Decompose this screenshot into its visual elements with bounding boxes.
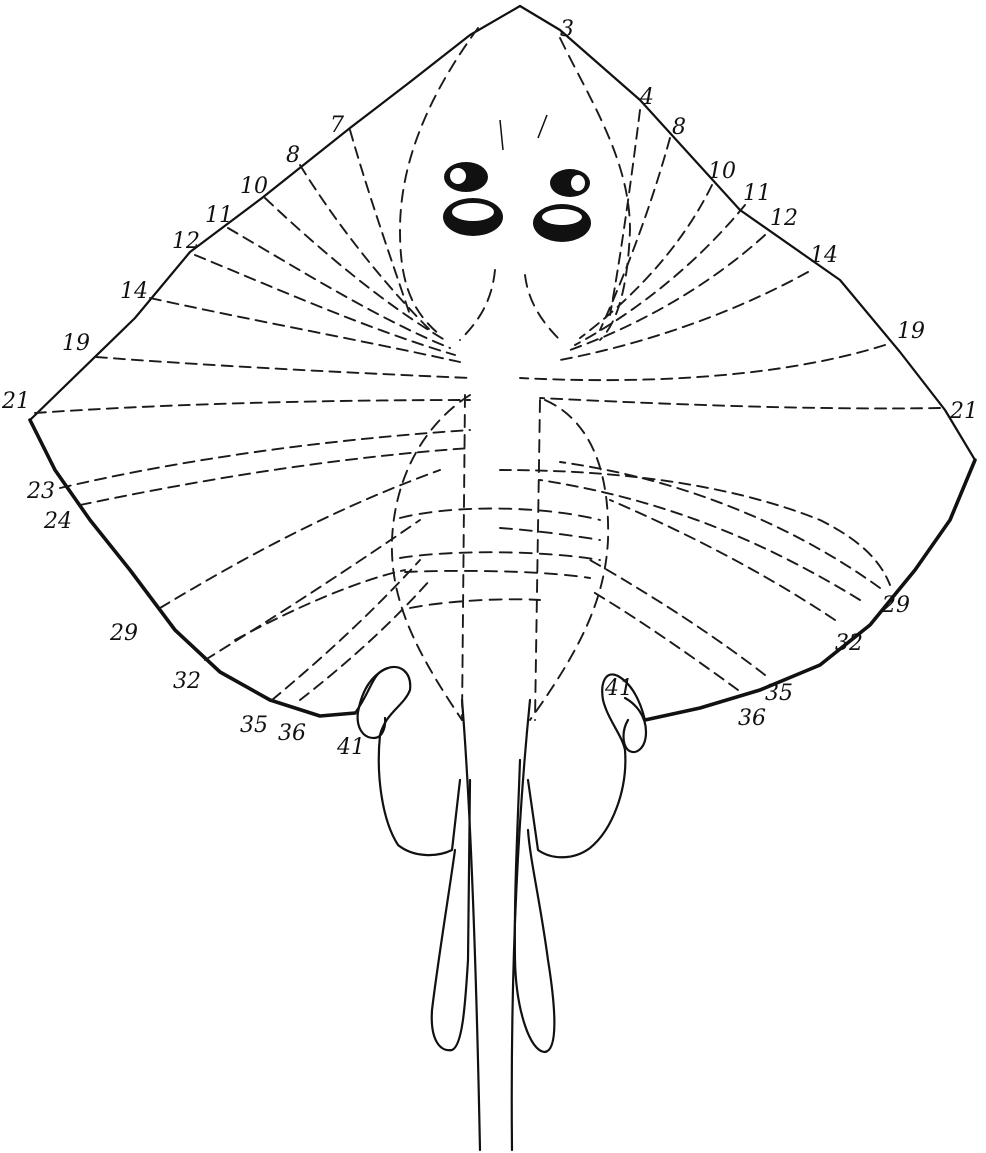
label-right-2: 8 [672, 115, 686, 140]
label-left-6: 14 [120, 279, 148, 304]
band-1 [400, 508, 600, 520]
label-left-15: 41 [336, 735, 365, 760]
label-left-8: 21 [1, 389, 30, 414]
label-left-9: 23 [26, 479, 55, 504]
inner-outlines [392, 28, 630, 720]
label-right-1: 4 [639, 85, 654, 110]
band-2 [400, 552, 600, 560]
band-3 [405, 571, 590, 578]
labels-left: 7 8 10 11 12 14 19 21 23 24 29 32 35 36 … [1, 113, 365, 760]
tail-left-edge [462, 700, 480, 1150]
label-right-3: 10 [708, 159, 736, 184]
label-right-9: 29 [881, 593, 910, 618]
anterior-margin-right [520, 6, 975, 460]
rostral-mark-left [500, 120, 503, 150]
label-right-5: 12 [770, 206, 798, 231]
label-right-6: 14 [810, 243, 838, 268]
label-right-7: 19 [897, 319, 925, 344]
snout-midline-left [460, 270, 495, 340]
pelvic-fins [355, 667, 646, 857]
label-left-5: 12 [172, 229, 200, 254]
eyes [443, 115, 591, 242]
body-outline-right [530, 400, 608, 720]
pelvic-fin-right [528, 674, 645, 857]
pelvic-fin-left [355, 667, 460, 855]
claspers [432, 760, 555, 1052]
spine-left [462, 395, 465, 720]
label-right-8: 21 [949, 399, 978, 424]
label-left-4: 11 [205, 203, 233, 228]
clasper-lobe-right [624, 698, 647, 752]
label-left-7: 19 [62, 331, 90, 356]
band-4 [410, 599, 540, 608]
label-right-11: 35 [765, 681, 793, 706]
label-left-13: 35 [240, 713, 268, 738]
label-snout: 3 [560, 17, 574, 42]
label-left-10: 24 [43, 509, 72, 534]
band-5 [500, 528, 600, 540]
label-left-1: 7 [330, 113, 344, 138]
label-right-12: 36 [738, 706, 766, 731]
label-left-11: 29 [109, 621, 138, 646]
clasper-left [432, 780, 470, 1050]
posterior-margin-right [645, 460, 975, 720]
label-left-14: 36 [278, 721, 306, 746]
tail-right-edge [512, 700, 530, 1150]
label-right-10: 32 [835, 631, 863, 656]
label-left-3: 10 [240, 174, 268, 199]
label-right-4: 11 [743, 181, 771, 206]
spine-right [535, 400, 540, 720]
labels-snout: 3 [560, 17, 574, 42]
rostral-mark-right [538, 115, 547, 138]
label-right-13: 41 [604, 676, 633, 701]
label-left-12: 32 [173, 669, 201, 694]
rays-right [500, 110, 940, 690]
snout-midline-right [525, 275, 560, 340]
label-left-2: 8 [286, 143, 300, 168]
